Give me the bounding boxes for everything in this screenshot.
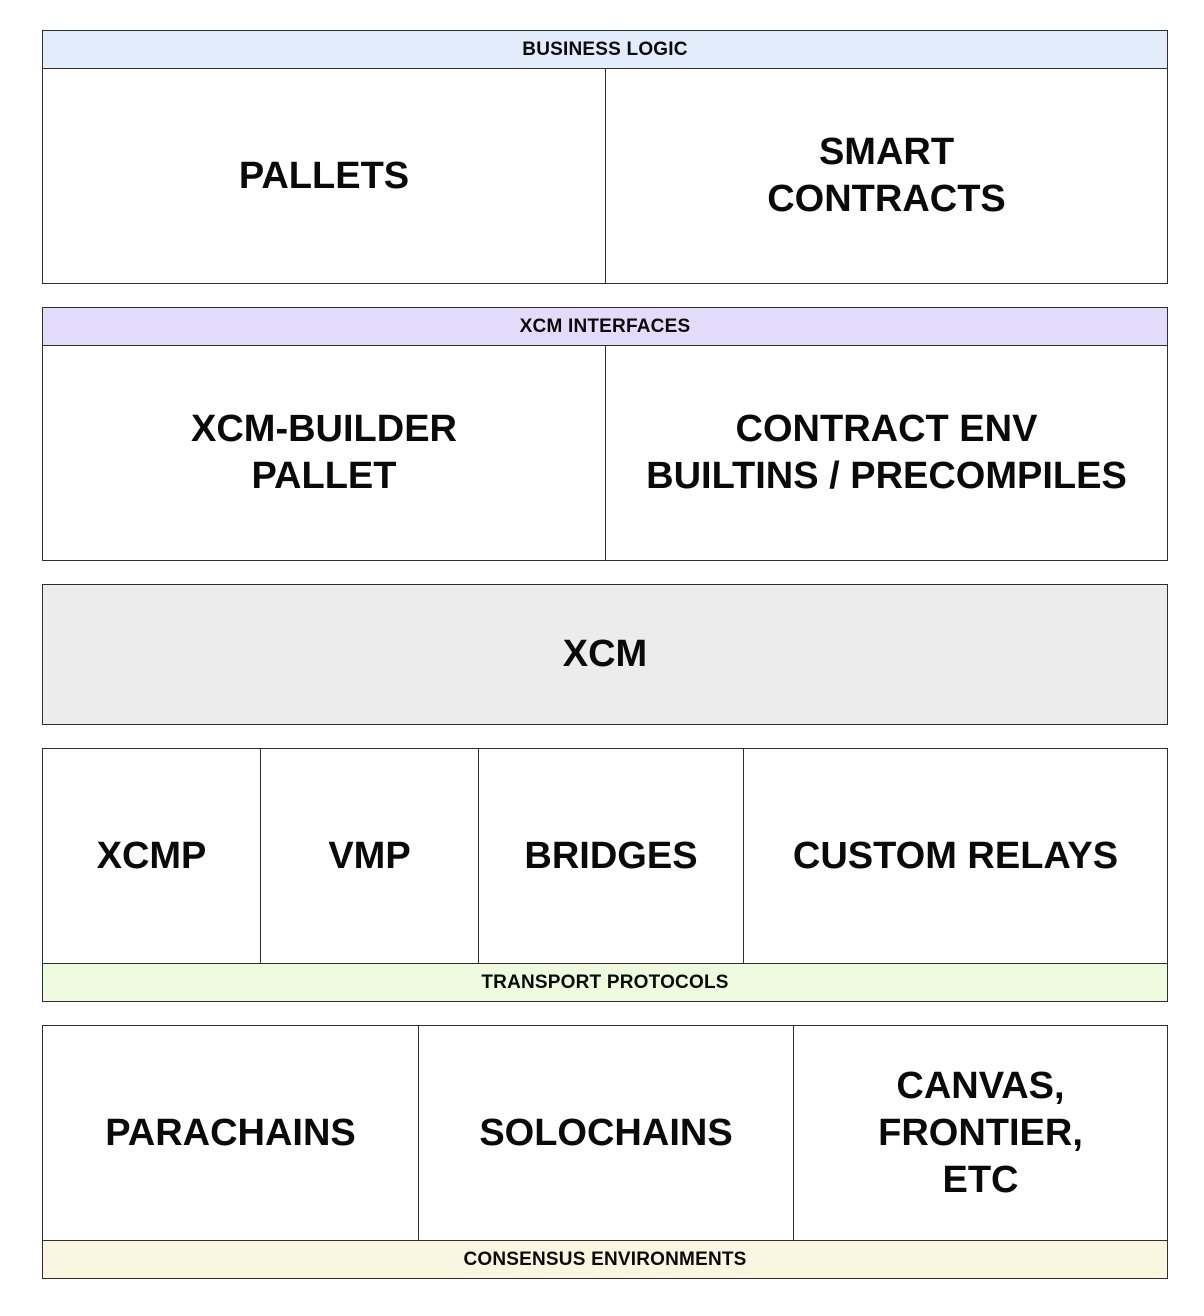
xcm-interfaces-header: XCM INTERFACES — [43, 308, 1167, 346]
custom-relays-box: CUSTOM RELAYS — [792, 834, 1119, 877]
smart-contracts-box: SMART CONTRACTS — [767, 131, 1006, 220]
transport-protocols-cells: XCMP VMP BRIDGES CUSTOM RELAYS — [43, 749, 1167, 963]
xcm-layer: XCM — [42, 584, 1168, 725]
xcmp-box: XCMP — [43, 749, 261, 963]
pallets-box: PALLETS — [43, 69, 606, 283]
transport-protocols-footer: TRANSPORT PROTOCOLS — [43, 963, 1167, 1001]
consensus-environments-cells: PARACHAINS SOLOCHAINS CANVAS, FRONTIER, … — [43, 1026, 1167, 1240]
xcm-label: XCM — [562, 633, 648, 675]
xcm-interfaces-cells: XCM-BUILDER PALLET CONTRACT ENV BUILTINS… — [43, 346, 1167, 560]
consensus-environments-footer: CONSENSUS ENVIRONMENTS — [43, 1240, 1167, 1278]
transport-protocols-layer: XCMP VMP BRIDGES CUSTOM RELAYS TRANSPORT… — [42, 748, 1168, 1002]
business-logic-cells: PALLETS SMART CONTRACTS — [43, 69, 1167, 283]
parachains-box: PARACHAINS — [43, 1026, 419, 1240]
consensus-environments-layer: PARACHAINS SOLOCHAINS CANVAS, FRONTIER, … — [42, 1025, 1168, 1279]
canvas-frontier-box: CANVAS, FRONTIER, ETC — [878, 1064, 1083, 1201]
vmp-box: VMP — [261, 749, 479, 963]
bridges-box: BRIDGES — [479, 749, 744, 963]
xcm-builder-pallet-box: XCM-BUILDER PALLET — [43, 346, 606, 560]
xcm-interfaces-layer: XCM INTERFACES XCM-BUILDER PALLET CONTRA… — [42, 307, 1168, 561]
business-logic-layer: BUSINESS LOGIC PALLETS SMART CONTRACTS — [42, 30, 1168, 284]
business-logic-header: BUSINESS LOGIC — [43, 31, 1167, 69]
solochains-box: SOLOCHAINS — [419, 1026, 794, 1240]
contract-env-builtins-box: CONTRACT ENV BUILTINS / PRECOMPILES — [646, 408, 1127, 497]
